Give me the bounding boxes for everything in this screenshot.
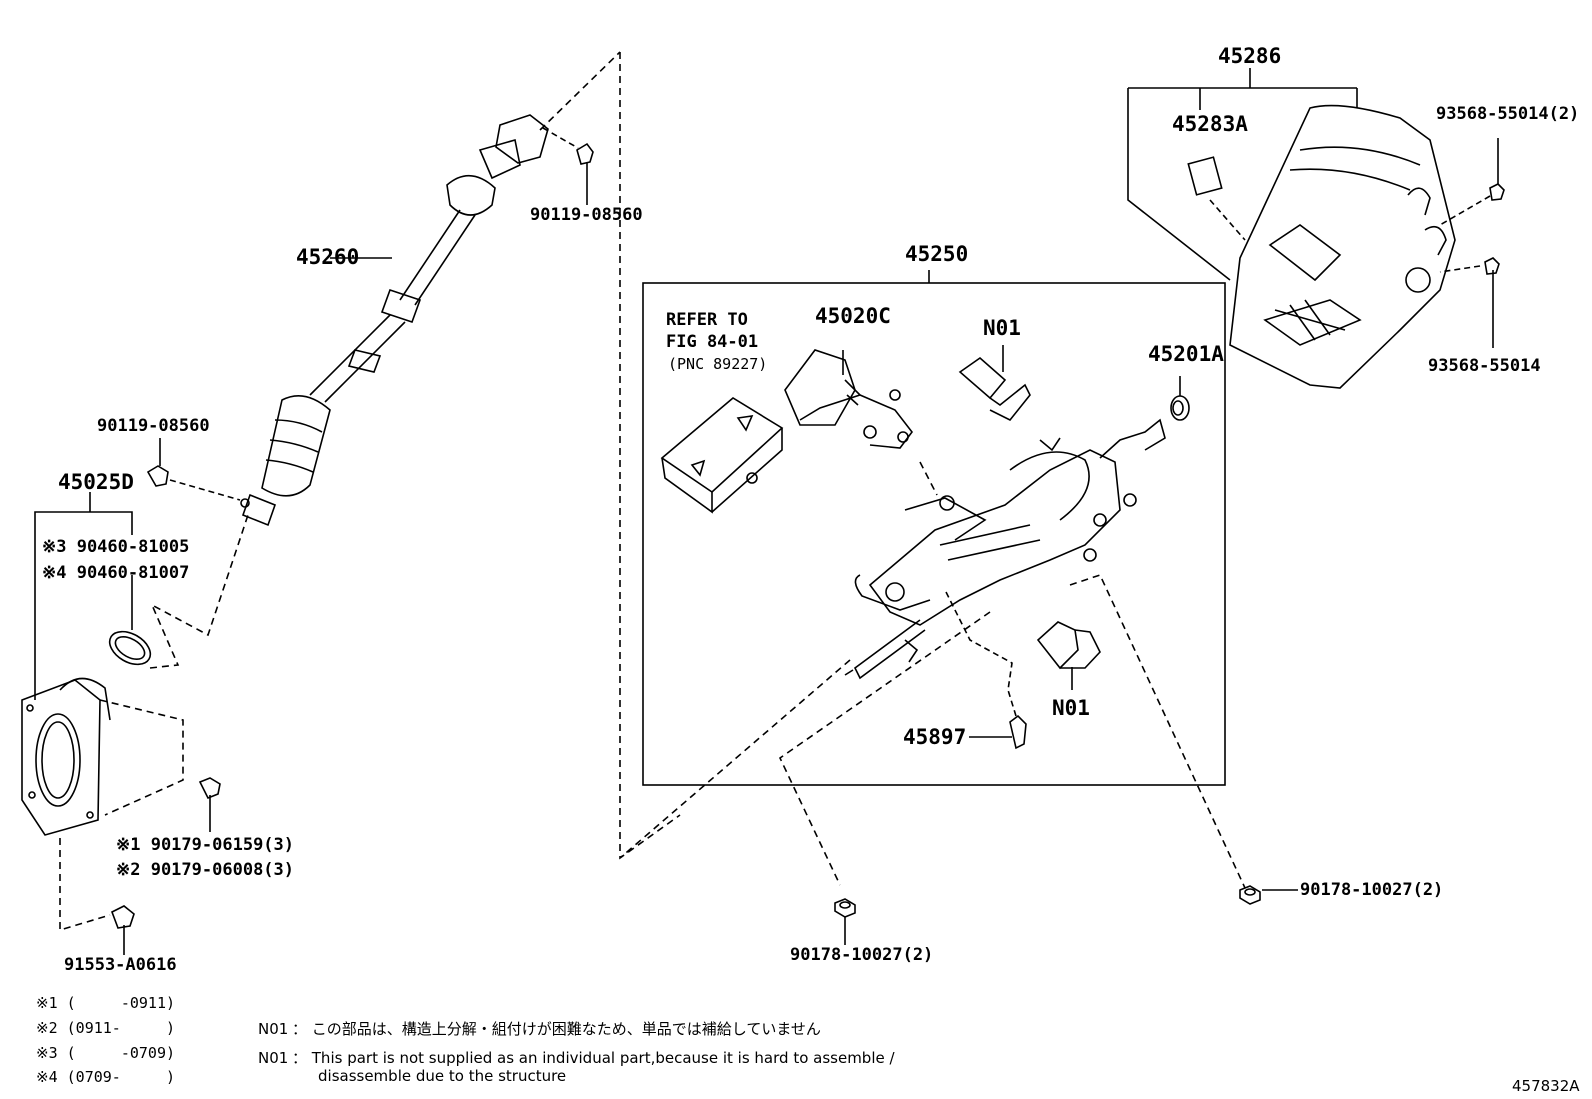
label-n01-top: N01: [983, 316, 1021, 340]
label-90119-08560-top: 90119-08560: [530, 205, 643, 225]
part-n01-bottom: [1036, 621, 1101, 690]
legend-line-1: ※1 ( -0911): [36, 994, 175, 1012]
label-n01-bottom: N01: [1052, 696, 1090, 720]
bolt-91553: [110, 905, 135, 955]
figure-id: 457832A: [1512, 1077, 1580, 1095]
label-45897: 45897: [903, 725, 967, 749]
label-alt2: ※2 90179-06008(3): [116, 860, 295, 880]
bolt-45897: [944, 589, 1027, 750]
note-en-text-line1: ： This part is not supplied as an indivi…: [292, 1049, 895, 1067]
label-90178-bottom: 90178-10027(2): [790, 945, 934, 965]
legend-line-4: ※4 (0709- ): [36, 1068, 175, 1086]
label-90119-08560-left: 90119-08560: [97, 416, 210, 436]
label-45260: 45260: [296, 245, 360, 269]
legend-line-2: ※2 (0911- ): [36, 1019, 175, 1037]
part-n01-top: [958, 345, 1031, 422]
label-45286: 45286: [1218, 44, 1282, 68]
intermediate-shaft: [240, 51, 681, 860]
steering-column-body: [844, 418, 1166, 680]
column-cover-part: [1187, 104, 1456, 389]
label-45250: 45250: [905, 242, 969, 266]
label-45025d: 45025D: [58, 470, 134, 494]
label-alt1: ※1 90179-06159(3): [116, 835, 295, 855]
screw-93568: [1439, 138, 1505, 348]
label-45283a: 45283A: [1172, 112, 1248, 136]
nut-90178-right: [1239, 885, 1298, 905]
column-assembly-box: [642, 270, 1226, 786]
note-en-text-line2: disassemble due to the structure: [318, 1067, 567, 1085]
clamp-ring: [108, 514, 249, 669]
label-refer-line2: FIG 84-01: [666, 332, 759, 352]
label-90178-right: 90178-10027(2): [1300, 880, 1444, 900]
note-jp-text: ： この部品は、構造上分解・組付けが困難なため、単品では補給していません: [292, 1020, 821, 1038]
label-91553-a0616: 91553-A0616: [64, 955, 177, 975]
ring-45201a: [1170, 376, 1190, 421]
label-alt3: ※3 90460-81005: [42, 537, 190, 557]
label-93568-55014: 93568-55014: [1428, 356, 1541, 376]
bolt-90119-left: [146, 438, 241, 501]
label-45020c: 45020C: [815, 304, 891, 328]
nut-90178-bottom: [834, 898, 856, 945]
note-jp-code: N01: [258, 1020, 289, 1038]
hole-cover-part: [21, 677, 184, 932]
label-alt4: ※4 90460-81007: [42, 563, 190, 583]
label-refer-line1: REFER TO: [666, 310, 748, 330]
column-cover-bracket: [1127, 68, 1358, 281]
column-dashed-leaders: [619, 461, 1246, 889]
label-93568-55014-2: 93568-55014(2): [1436, 104, 1580, 124]
module-refer: [660, 397, 784, 514]
bolt-90179: [198, 777, 221, 832]
bolt-90119-top: [576, 142, 594, 205]
hole-cover-bracket: [34, 492, 133, 700]
label-45201a: 45201A: [1148, 342, 1224, 366]
legend-line-3: ※3 ( -0709): [36, 1044, 175, 1062]
label-refer-line3: (PNC 89227): [668, 355, 768, 373]
part-45020c: [784, 349, 914, 449]
note-en-code: N01: [258, 1049, 289, 1067]
